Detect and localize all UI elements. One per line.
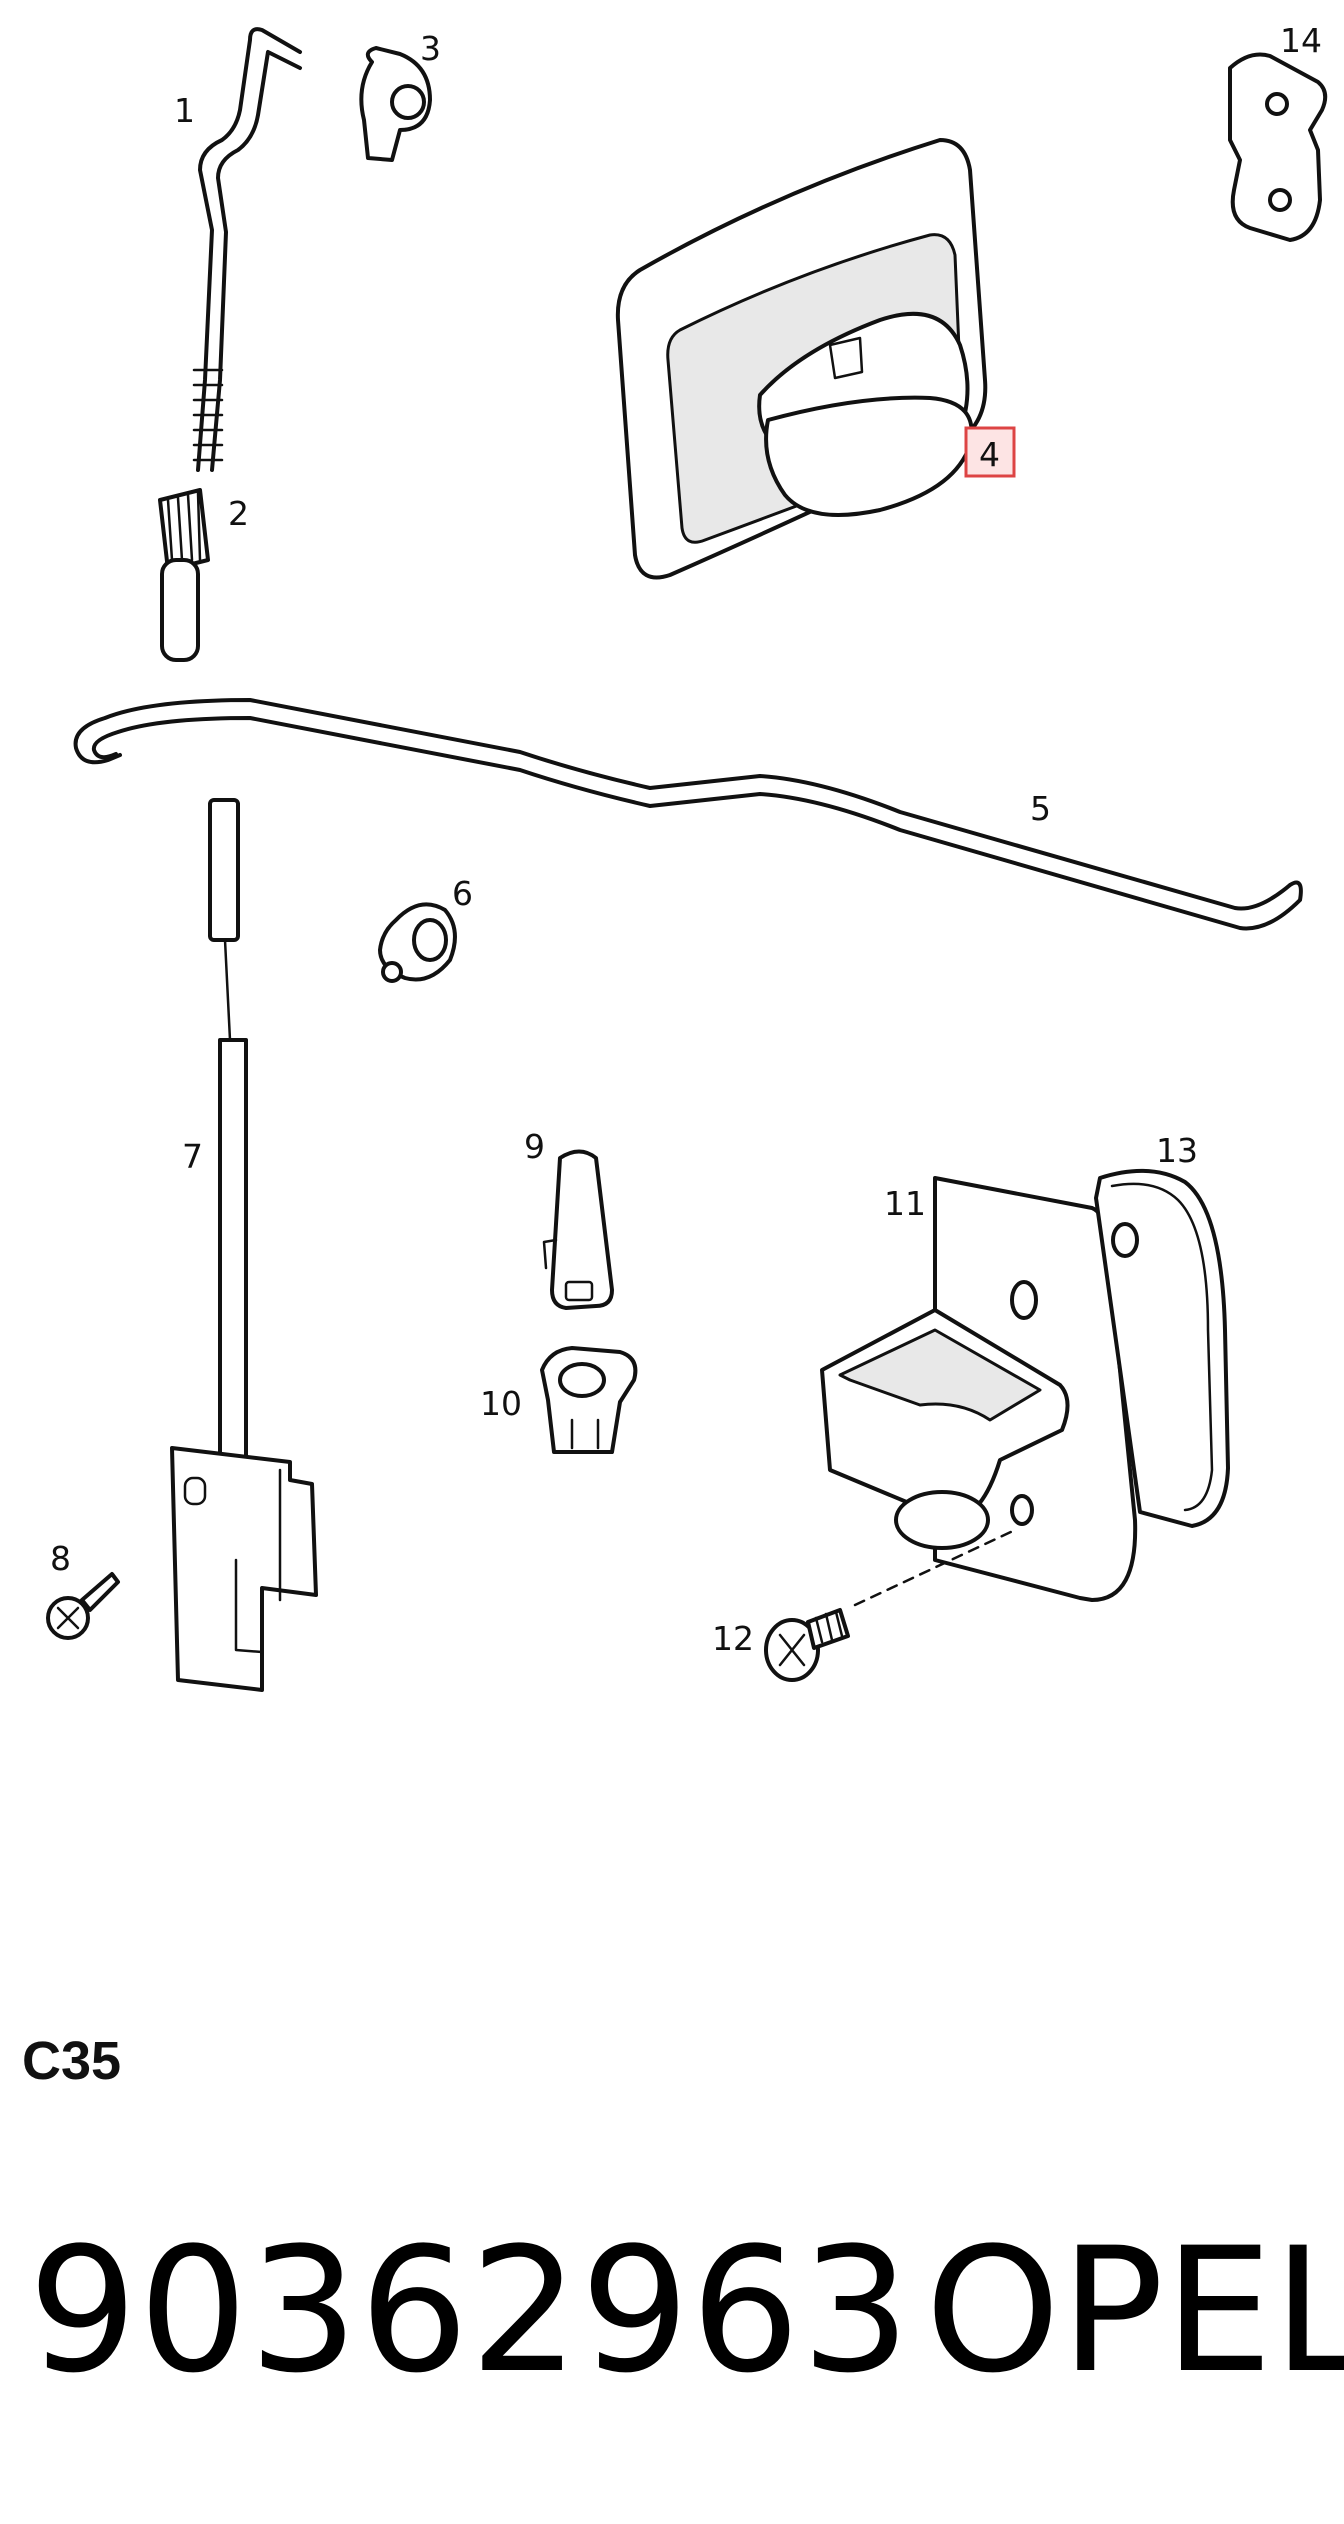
callout-7: 7 [182, 1137, 203, 1176]
callout-1: 1 [174, 91, 195, 130]
part-4-handle [615, 138, 988, 580]
part-number: 90362963 [28, 2210, 912, 2411]
part-1-rod [192, 27, 302, 472]
callout-8: 8 [50, 1539, 71, 1578]
part-11-bracket [820, 1176, 1138, 1602]
part-12-screw [764, 1528, 1017, 1682]
callout-4-highlight [964, 426, 1016, 478]
callout-9: 9 [524, 1127, 545, 1166]
callout-3: 3 [420, 29, 441, 68]
part-13-plate [1094, 1168, 1230, 1528]
part-7-cable-bracket [170, 798, 318, 1692]
callout-4: 4 [979, 435, 1000, 474]
part-3-clip [359, 46, 432, 162]
part-10-clip [540, 1346, 638, 1454]
callout-10: 10 [480, 1384, 522, 1423]
diagram-code: C35 [22, 2031, 122, 2091]
callout-6: 6 [452, 874, 473, 913]
callout-5: 5 [1030, 789, 1051, 828]
callout-11: 11 [884, 1184, 926, 1223]
callout-13: 13 [1156, 1131, 1198, 1170]
callout-14: 14 [1280, 21, 1322, 60]
part-14-plate [1228, 52, 1328, 242]
part-5-long-rod [73, 698, 1303, 931]
callout-12: 12 [712, 1619, 754, 1658]
part-2-gear [158, 488, 210, 662]
part-8-screw [46, 1572, 120, 1640]
callout-2: 2 [228, 494, 249, 533]
part-9-pin [542, 1149, 614, 1310]
brand-name: OPEL [925, 2210, 1344, 2411]
part-6-grommet [378, 902, 457, 983]
